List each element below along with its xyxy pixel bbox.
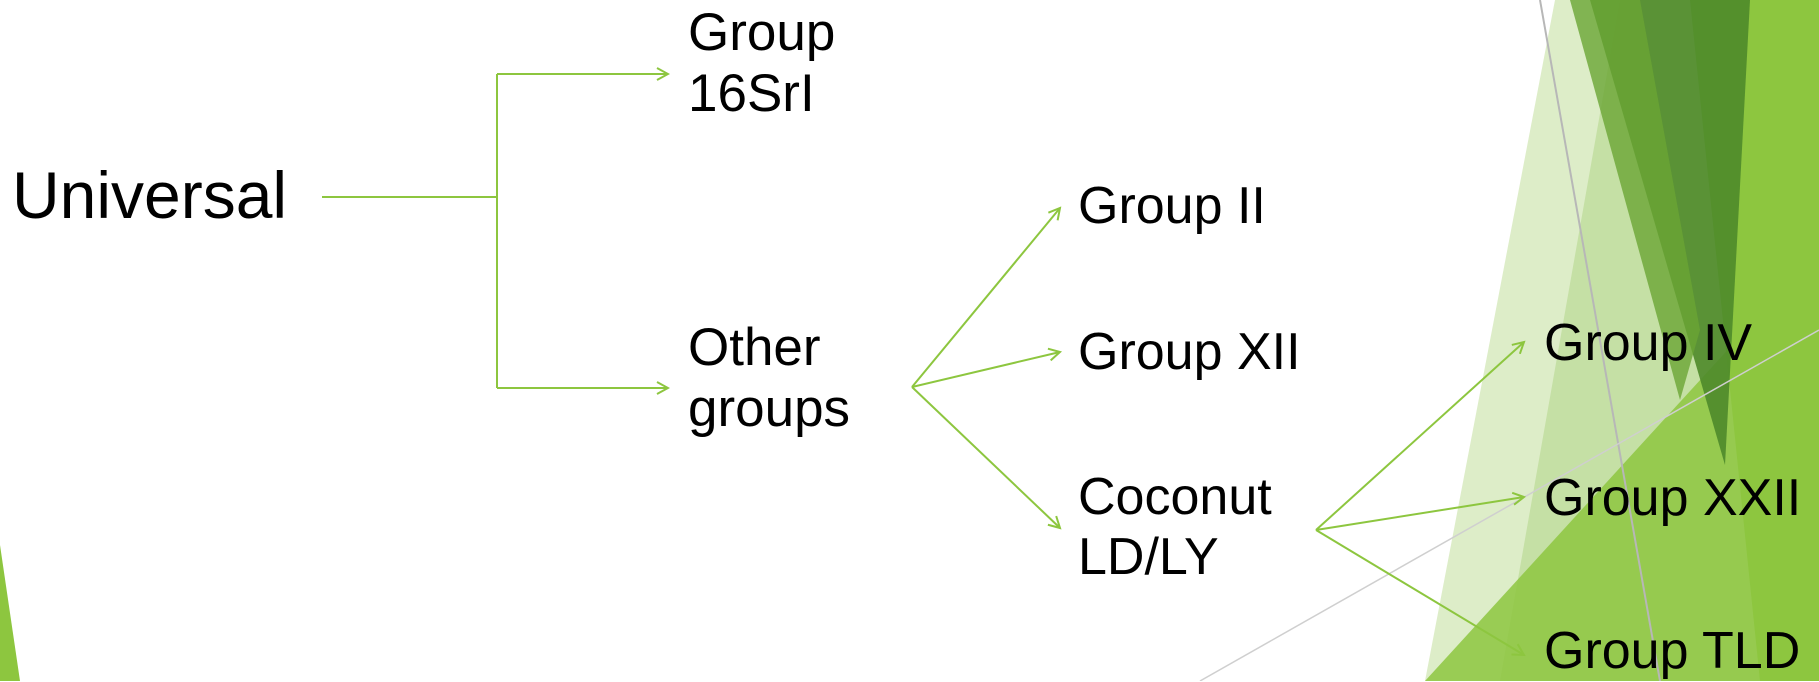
node-coconut: Coconut LD/LY — [1078, 468, 1272, 588]
decor-thin-line-2 — [1199, 329, 1819, 681]
node-group-xii: Group XII — [1078, 323, 1301, 381]
node-group-tld: Group TLD — [1544, 622, 1801, 680]
right-mid-shape-2 — [1570, 0, 1700, 400]
connector-to-group-xxii — [1315, 497, 1524, 531]
node-other-groups-line-2: groups — [688, 378, 851, 438]
node-group-16sri-line-1: Group — [688, 3, 836, 62]
node-group-ii: Group II — [1078, 177, 1266, 235]
node-other-groups: Other groups — [688, 318, 850, 440]
node-other-groups-line-1: Other — [688, 318, 821, 377]
node-group-16sri: Group 16SrI — [688, 3, 835, 125]
node-group-xxii: Group XXII — [1544, 469, 1802, 527]
node-group-iv: Group IV — [1544, 314, 1753, 372]
node-universal: Universal — [12, 158, 288, 232]
node-group-16sri-line-2: 16SrI — [688, 63, 815, 123]
connector-to-group-tld — [1315, 529, 1524, 655]
node-coconut-line-1: Coconut — [1078, 468, 1272, 526]
decor-thin-line-1 — [1539, 0, 1661, 681]
connector-to-group-ii — [911, 208, 1060, 388]
connector-to-coconut — [911, 386, 1060, 528]
connector-to-group-xii — [911, 352, 1060, 388]
left-accent-shape — [0, 545, 20, 681]
connector-to-group-iv — [1315, 342, 1524, 531]
node-coconut-line-2: LD/LY — [1078, 527, 1219, 586]
